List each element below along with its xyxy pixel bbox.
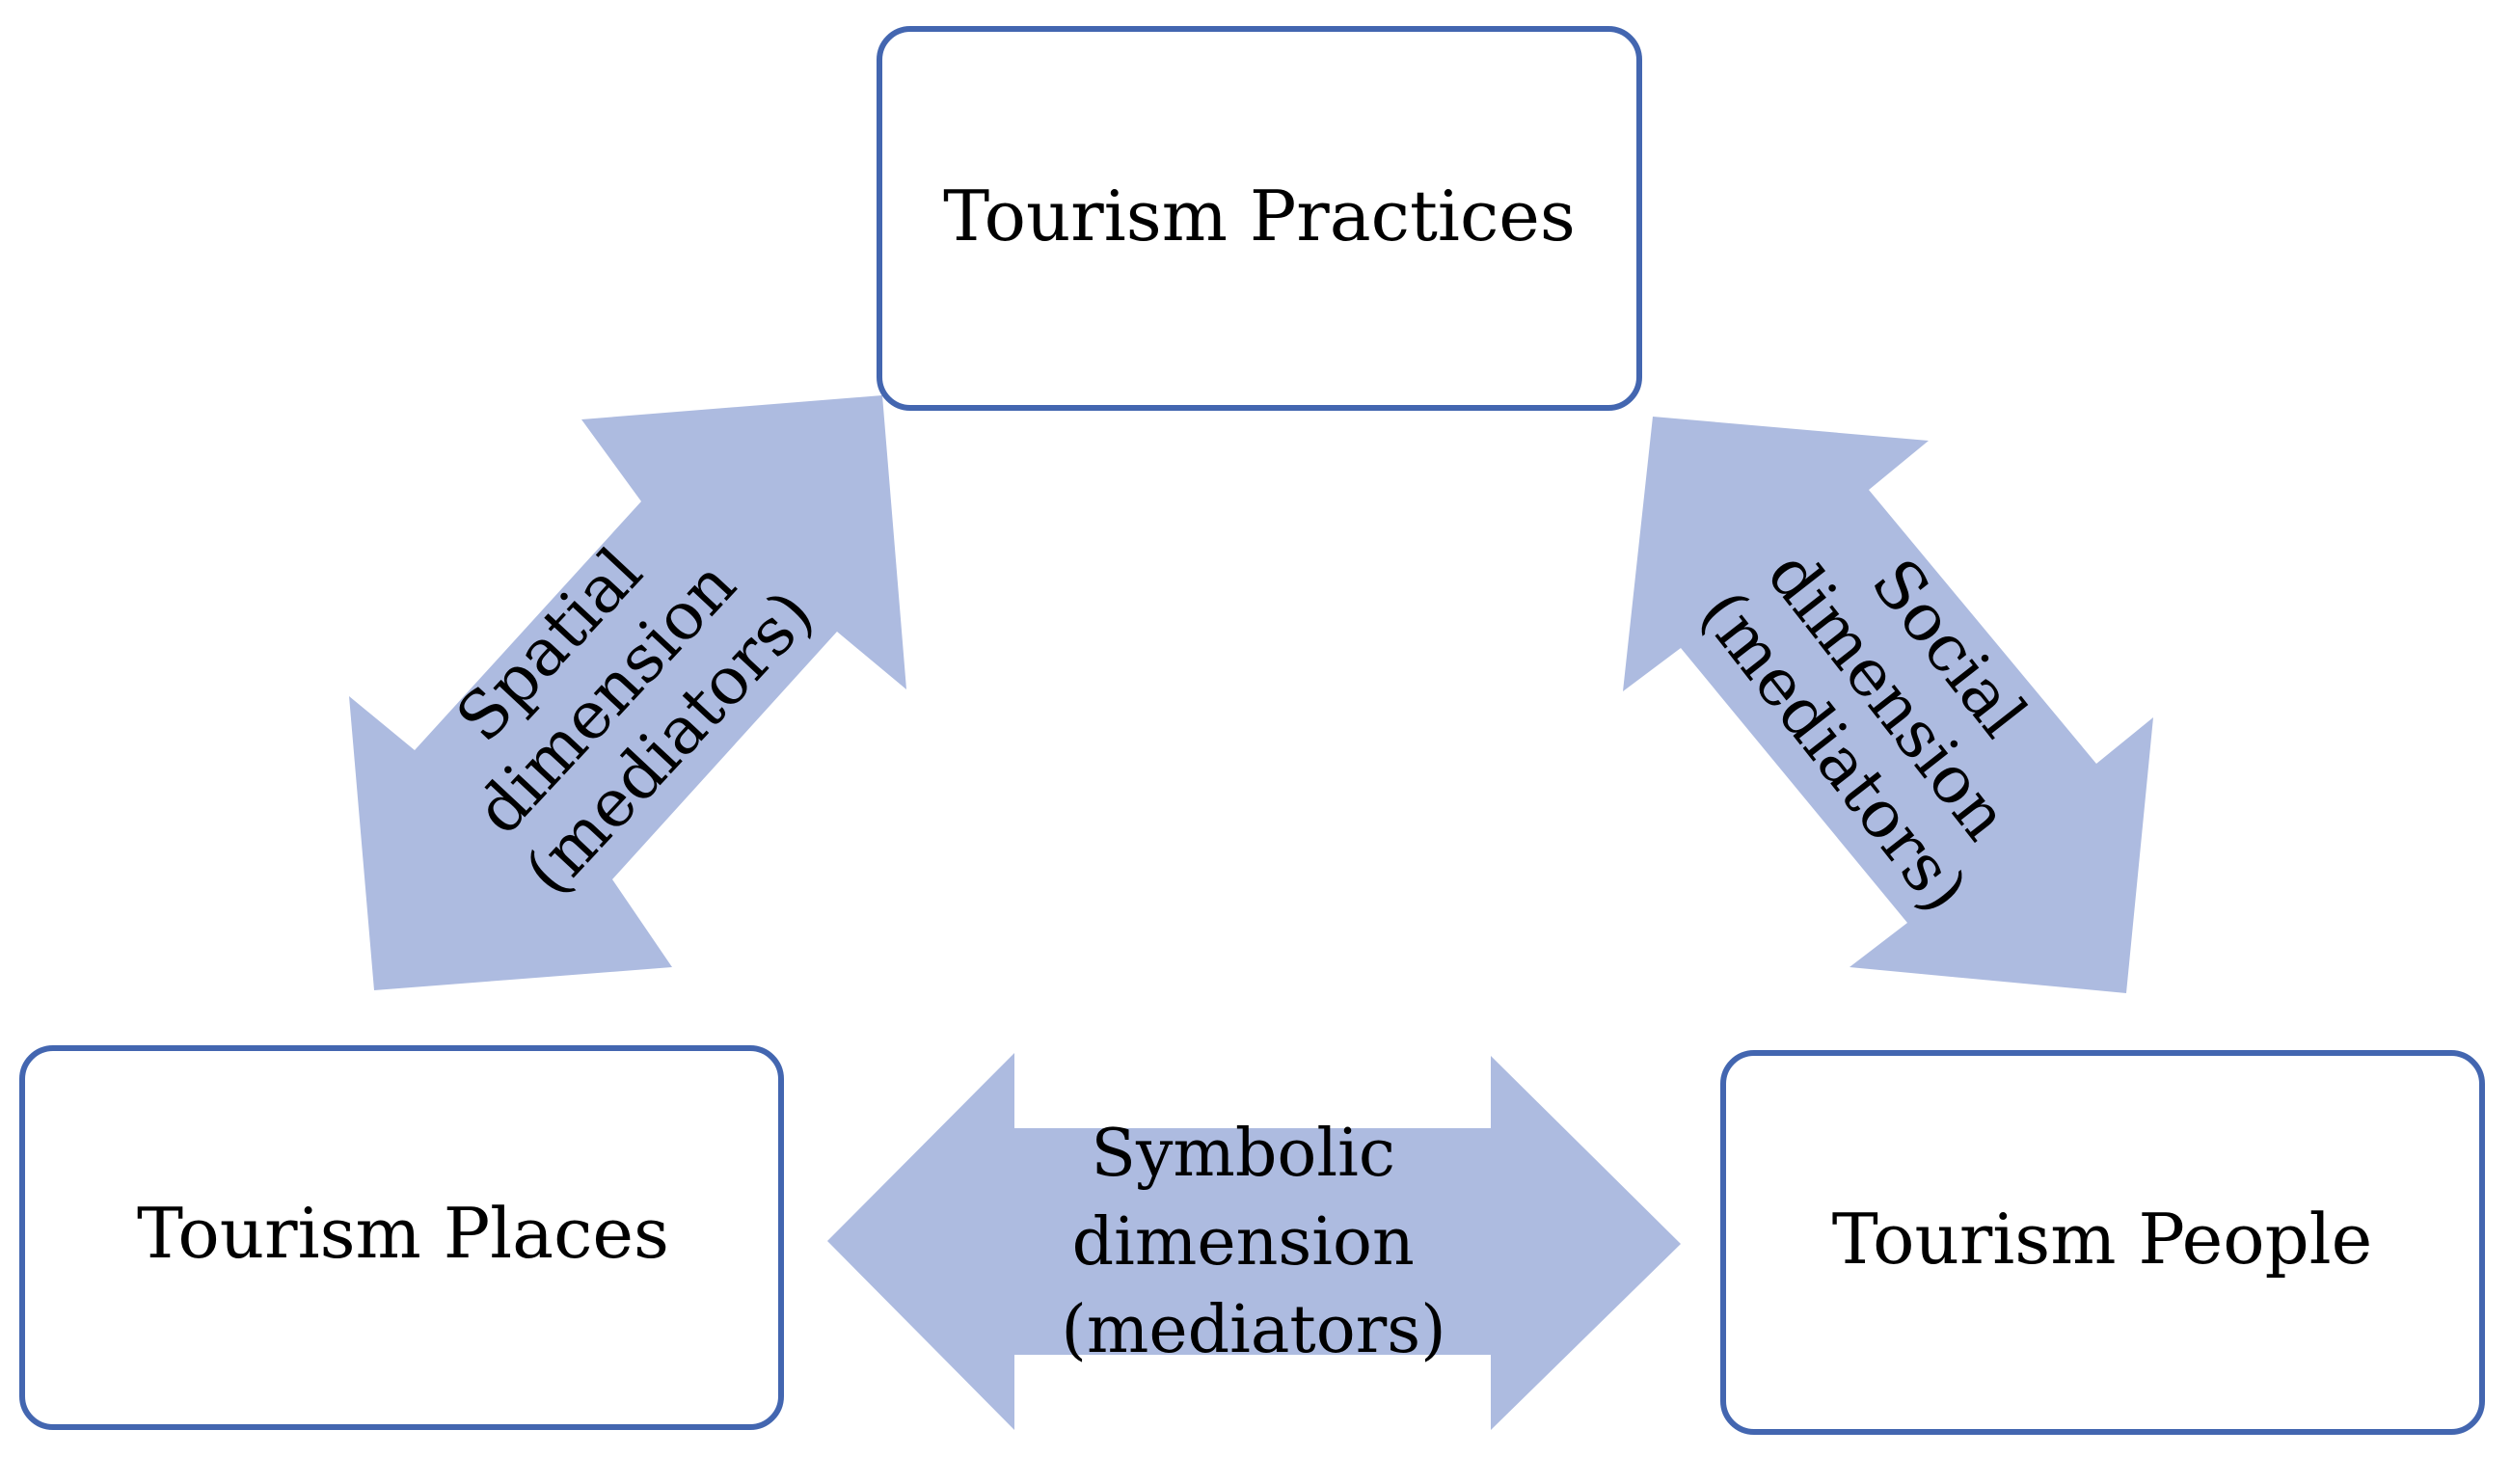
node-tourism-practices: Tourism Practices xyxy=(877,26,1642,411)
symbolic-dimension-arrow: Symbolic dimension (mediators) xyxy=(827,1053,1681,1430)
tourism-practices-label: Tourism Practices xyxy=(943,175,1576,256)
tourism-people-box xyxy=(1720,1050,2485,1435)
node-tourism-places: Tourism Places xyxy=(19,1045,784,1430)
symbolic-arrow-label: Symbolic dimension (mediators) xyxy=(1061,1116,1445,1368)
tourism-practices-box xyxy=(877,26,1642,411)
spatial-dimension-arrow: Spatial dimension (mediators) xyxy=(349,395,906,990)
social-arrow-shape xyxy=(1623,417,2153,993)
symbolic-label-line-2: dimension xyxy=(1072,1204,1415,1281)
node-tourism-people: Tourism People xyxy=(1720,1050,2485,1435)
tourism-people-label: Tourism People xyxy=(1832,1199,2373,1280)
spatial-arrow-shape xyxy=(349,395,906,990)
symbolic-label-line-3: (mediators) xyxy=(1061,1292,1445,1368)
tourism-places-box xyxy=(19,1045,784,1430)
symbolic-label-line-1: Symbolic xyxy=(1091,1116,1395,1192)
tourism-places-label: Tourism Places xyxy=(137,1193,669,1274)
symbolic-arrow-shape xyxy=(827,1053,1681,1430)
social-dimension-arrow: Social dimension (mediators) xyxy=(1623,417,2153,993)
